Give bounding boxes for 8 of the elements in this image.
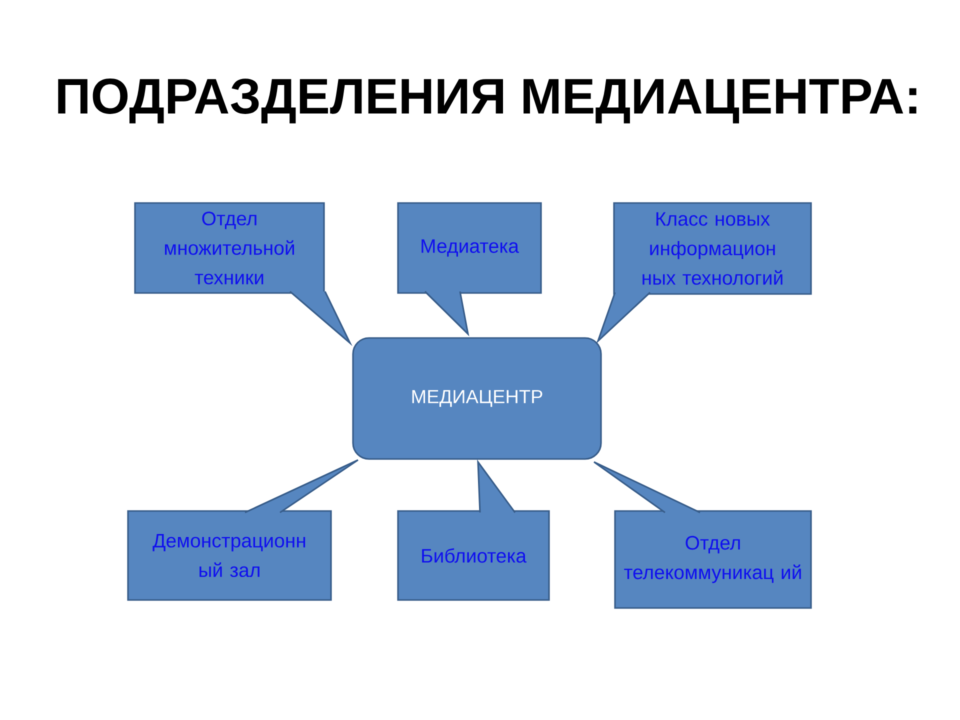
center-box: МЕДИАЦЕНТР <box>352 337 602 460</box>
callout-box: Демонстрационн ый зал <box>127 459 359 601</box>
callout-box: Библиотека <box>397 459 550 601</box>
callout-box: Класс новых информацион ных технологий <box>596 202 812 344</box>
callout-box: Отдел телекоммуникац ий <box>593 461 812 609</box>
callout-box: Отдел множительной техники <box>134 202 352 346</box>
callout-box: Медиатека <box>397 202 542 336</box>
title: ПОДРАЗДЕЛЕНИЯ МЕДИАЦЕНТРА: <box>58 78 916 124</box>
